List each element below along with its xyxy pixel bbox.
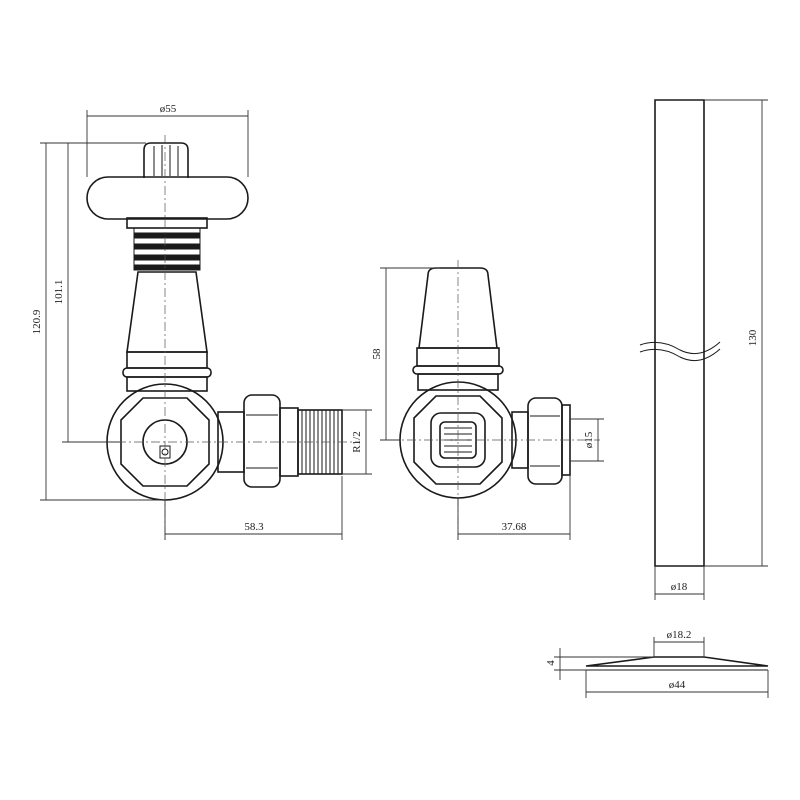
dimension-label: ø18: [671, 581, 688, 593]
dimension-pipe-diameter: ø15: [570, 418, 604, 462]
valve-side-view: [86, 142, 343, 501]
dimension-label: R1/2: [351, 431, 363, 452]
lockshield-side-view: [399, 267, 571, 499]
dimension-shroud-inner: ø18.2: [653, 629, 705, 657]
extension-sleeve: [639, 99, 721, 567]
dimension-shroud-height: 4: [545, 648, 654, 680]
dimension-label: 37.68: [502, 521, 527, 533]
dimension-lockshield-height: 58: [371, 267, 440, 441]
dimension-sleeve-length: 130: [704, 99, 768, 567]
dimension-thread: R1/2: [342, 409, 372, 475]
dimension-head-diameter: ø55: [86, 103, 249, 177]
dimension-label: 58.3: [244, 521, 264, 533]
dimension-overall-height: 120.9: [31, 142, 165, 501]
dimension-lockshield-offset: 37.68: [457, 475, 571, 540]
centre-lines-middle: [390, 260, 600, 540]
dimension-label: ø15: [583, 431, 595, 448]
dimension-label: ø18.2: [667, 629, 692, 641]
dimension-label: 130: [747, 329, 759, 346]
dimension-side-offset: 58.3: [164, 476, 343, 540]
dimension-label: ø44: [669, 679, 686, 691]
dimension-label: 101.1: [53, 280, 65, 305]
dimension-label: 4: [545, 660, 557, 666]
dimension-shroud-outer: ø44: [585, 670, 769, 698]
dimension-label: 120.9: [31, 309, 43, 334]
dimension-label: ø55: [160, 103, 177, 115]
knurled-ring: [133, 227, 201, 271]
dimension-body-height: 101.1: [53, 142, 120, 443]
dimension-sleeve-diameter: ø18: [654, 566, 705, 600]
shroud: [585, 656, 769, 671]
centre-lines-left: [100, 135, 360, 540]
dimension-label: 58: [371, 348, 383, 360]
